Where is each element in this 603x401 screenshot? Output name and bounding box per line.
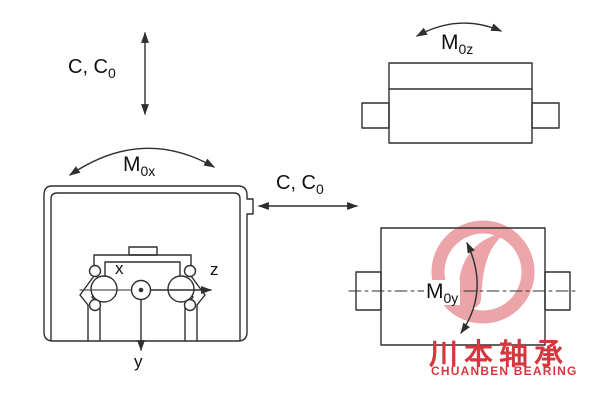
load-rating-label-middle: C, C0 [276,172,324,196]
load-rating-label-top: C, C0 [68,56,116,80]
load-rating-mid-sub: 0 [316,181,324,197]
moment-y-arc-arrow [460,242,478,334]
moment-x-sub: 0x [140,163,156,180]
block-top-view [361,62,560,144]
moment-z-arc-arrow [416,22,503,37]
load-rating-top-sub: 0 [108,65,116,81]
moment-z-label: M0z [441,31,473,56]
moment-z-sub: 0z [458,41,474,58]
moment-y-text: M [426,280,444,303]
z-axis-label: z [210,260,219,279]
origin-dot [138,287,144,293]
load-rating-mid-text: C, C [276,172,316,194]
ball-bearings [88,264,197,312]
moment-x-label: M0x [123,153,155,178]
y-axis-label: y [134,352,143,371]
moment-x-text: M [123,153,141,176]
carriage-outer-outline [43,185,254,342]
carriage-inner-wall [50,192,241,342]
moment-x-arc-arrow [69,147,215,176]
lube-insert [128,246,158,256]
watermark-chinese-text: 川本轴承 [429,337,570,371]
carriage-front-view [43,185,254,352]
x-axis-label: x [115,259,124,278]
moment-z-text: M [441,31,459,54]
load-rating-top-text: C, C [68,56,108,78]
moment-y-sub: 0y [443,290,459,307]
moment-y-label: M0y [424,280,461,307]
watermark-english-text: CHUANBEN BEARING [431,364,578,378]
